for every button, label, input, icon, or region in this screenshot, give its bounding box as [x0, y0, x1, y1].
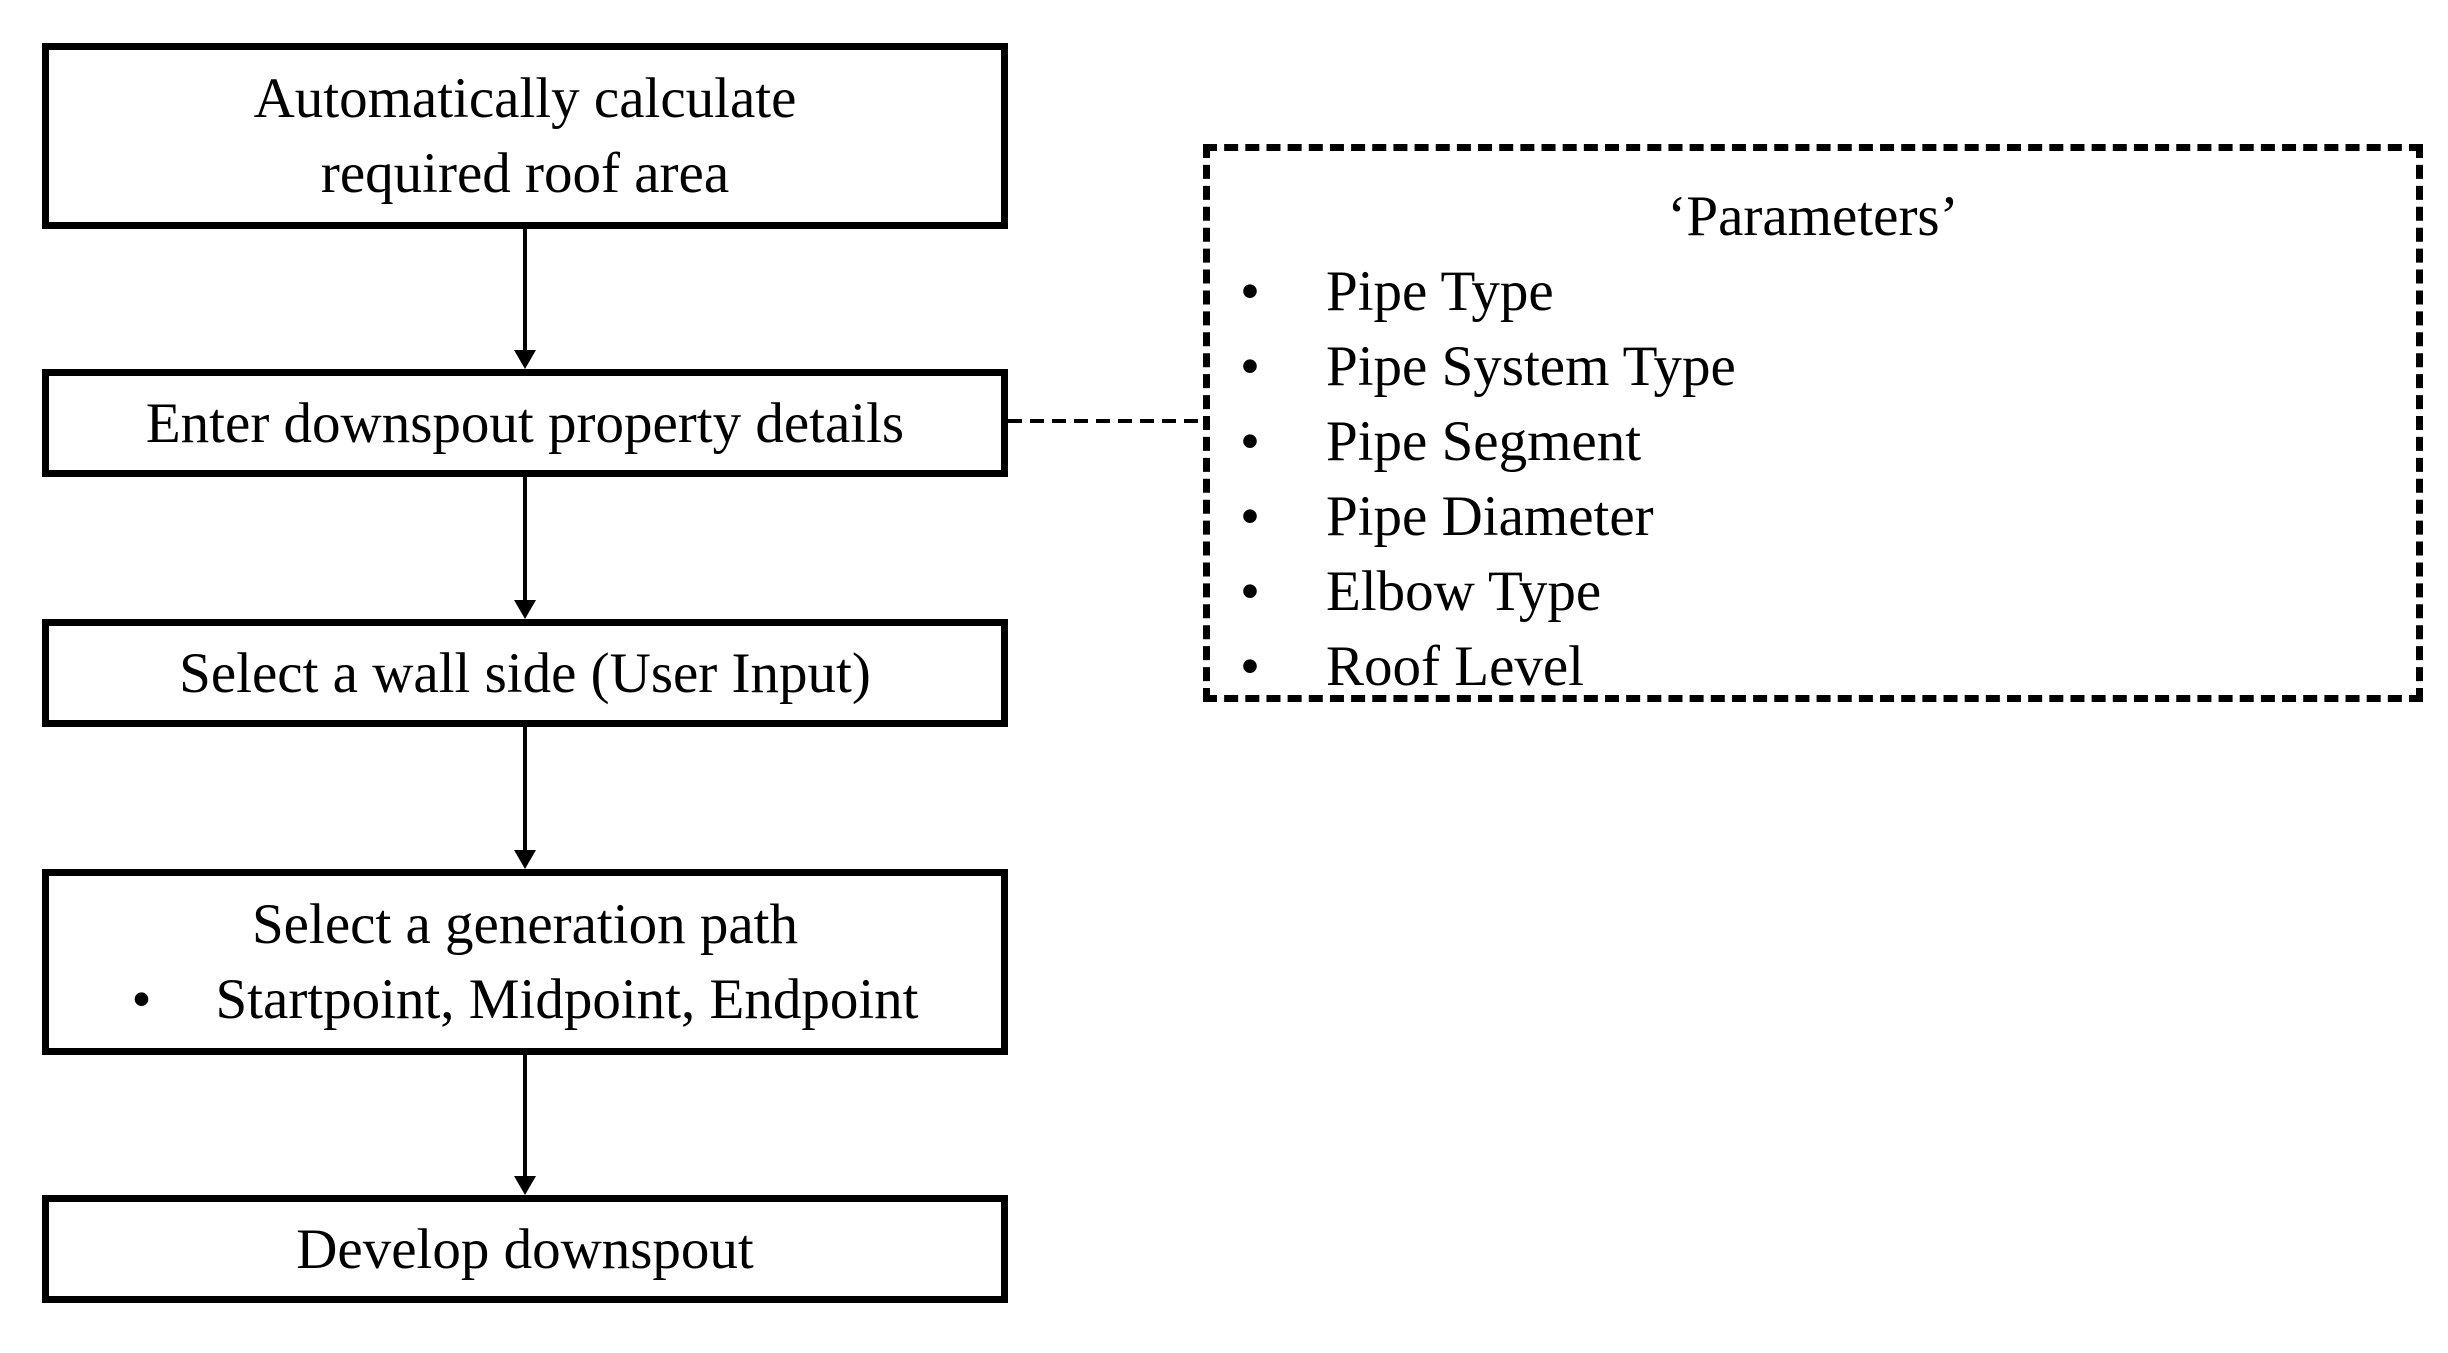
- parameters-title: ‘Parameters’: [1667, 185, 1959, 248]
- step-calculate-roof-area-line1: Automatically calculate: [253, 67, 797, 130]
- step-select-generation-path-line1: Select a generation path: [251, 893, 798, 956]
- step-enter-property-details-label: Enter downspout property details: [145, 391, 905, 455]
- parameter-label: Pipe Type: [1326, 260, 1554, 323]
- step-develop-downspout-label: Develop downspout: [296, 1217, 754, 1281]
- step-calculate-roof-area: Automatically calculate required roof ar…: [42, 43, 1008, 229]
- bullet-icon: •: [1240, 485, 1260, 548]
- bullet-icon: •: [1240, 260, 1260, 323]
- bullet-icon: •: [1240, 560, 1260, 623]
- step-select-wall-side: Select a wall side (User Input): [42, 619, 1008, 727]
- bullet-icon: •: [131, 968, 152, 1031]
- step-enter-property-details: Enter downspout property details: [42, 369, 1008, 477]
- parameter-label: Pipe Segment: [1326, 410, 1642, 473]
- parameter-label: Elbow Type: [1326, 560, 1602, 623]
- step-select-wall-side-label: Select a wall side (User Input): [179, 641, 871, 705]
- step-develop-downspout: Develop downspout: [42, 1195, 1008, 1303]
- parameter-label: Roof Level: [1326, 635, 1585, 698]
- bullet-icon: •: [1240, 635, 1260, 698]
- parameter-label: Pipe System Type: [1326, 335, 1736, 398]
- arrow-step4-to-step5: [514, 1055, 536, 1195]
- arrow-step1-to-step2: [514, 229, 536, 369]
- step-calculate-roof-area-line2: required roof area: [320, 142, 730, 205]
- parameters-box: ‘Parameters’ • Pipe Type • Pipe System Typ…: [1203, 144, 2423, 702]
- step-select-generation-path-options: • Startpoint, Midpoint, Endpoint: [131, 962, 918, 1037]
- bullet-icon: •: [1240, 410, 1260, 473]
- arrow-step3-to-step4: [514, 727, 536, 869]
- arrow-step2-to-step3: [514, 477, 536, 619]
- bullet-icon: •: [1240, 335, 1260, 398]
- step-select-generation-path: Select a generation path • Startpoint, M…: [42, 869, 1008, 1055]
- step-select-generation-path-line2: Startpoint, Midpoint, Endpoint: [215, 968, 919, 1031]
- parameter-label: Pipe Diameter: [1326, 485, 1654, 548]
